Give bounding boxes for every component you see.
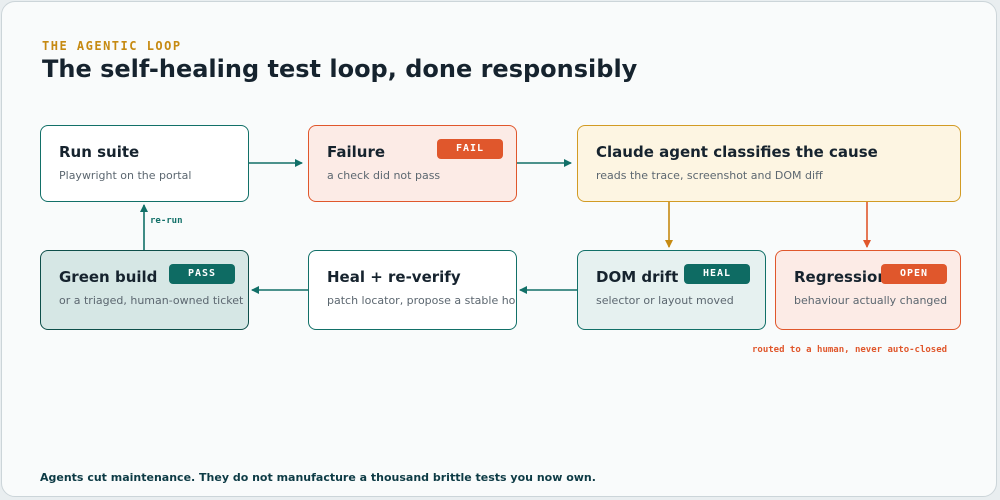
node-subtitle: selector or layout moved [596,294,734,307]
routed-label: routed to a human, never auto-closed [752,345,948,355]
node-subtitle: patch locator, propose a stable hook [327,294,517,307]
node-subtitle: a check did not pass [327,169,441,182]
node-title: Green build [59,268,158,286]
node-title: Run suite [59,143,140,161]
node-title: Failure [327,143,386,161]
node-title: Heal + re-verify [327,268,461,286]
node-failure: Failure a check did not pass FAIL [308,125,517,202]
node-dom-drift: DOM drift selector or layout moved HEAL [577,250,766,330]
open-badge: OPEN [881,264,947,284]
heal-badge: HEAL [684,264,750,284]
rerun-label: re-run [150,216,183,226]
node-heal: Heal + re-verify patch locator, propose … [308,250,517,330]
node-title: DOM drift [596,268,679,286]
node-title: Regression [794,268,889,286]
node-subtitle: behaviour actually changed [794,294,948,307]
node-subtitle: or a triaged, human-owned ticket [59,294,244,307]
footer-note: Agents cut maintenance. They do not manu… [40,471,596,484]
node-classify: Claude agent classifies the cause reads … [577,125,961,202]
node-subtitle: reads the trace, screenshot and DOM diff [596,169,823,182]
node-regression: Regression behaviour actually changed OP… [775,250,961,330]
fail-badge: FAIL [437,139,503,159]
node-green-build: Green build or a triaged, human-owned ti… [40,250,249,330]
node-subtitle: Playwright on the portal [59,169,192,182]
pass-badge: PASS [169,264,235,284]
node-run-suite: Run suite Playwright on the portal [40,125,249,202]
node-title: Claude agent classifies the cause [596,143,878,161]
diagram-title: The self-healing test loop, done respons… [42,55,638,83]
eyebrow-label: THE AGENTIC LOOP [42,39,182,53]
